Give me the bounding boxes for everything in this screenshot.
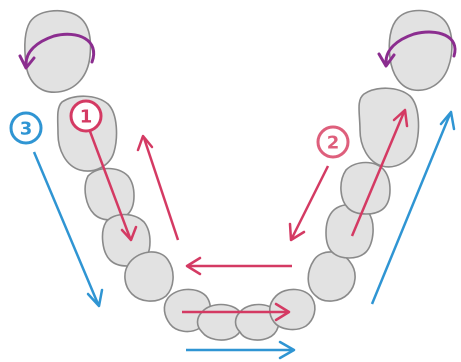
badge-2-label: 2: [327, 133, 340, 154]
badge-1: 1: [69, 99, 103, 133]
rotation-arrow-icon-left: [18, 32, 96, 70]
tooth-right-canine: [307, 251, 356, 302]
badge-3: 3: [9, 111, 43, 145]
tooth-right-molar-1: [358, 87, 420, 168]
arrow-icon-red-up-right: [350, 108, 409, 237]
rotation-arrow-icon-right: [377, 30, 457, 68]
badge-3-label: 3: [20, 119, 33, 140]
tooth-left-central-incisor: [196, 303, 244, 341]
tooth-left-premolar-2: [84, 167, 135, 221]
badge-2: 2: [316, 125, 350, 159]
arrow-icon-red-down-right: [288, 165, 330, 242]
arrow-icon-blue-right: [186, 340, 296, 360]
arrow-icon-red-left: [185, 256, 292, 276]
badge-1-label: 1: [80, 107, 93, 128]
arrow-icon-red-down-left: [86, 125, 138, 242]
tooth-right-molar-2: [388, 9, 453, 92]
tooth-left-molar-2: [24, 9, 92, 93]
arrow-icon-blue-down-left: [32, 151, 104, 308]
tooth-right-central-incisor: [234, 303, 280, 341]
teeth-left: [24, 9, 244, 341]
arrow-icon-red-right: [182, 302, 291, 322]
tooth-right-lateral-incisor: [268, 288, 316, 331]
arrow-icon-red-up-left: [136, 134, 180, 241]
arrow-icon-blue-up-right: [370, 110, 456, 305]
teeth-right: [234, 9, 453, 341]
tooth-left-canine: [124, 251, 174, 302]
